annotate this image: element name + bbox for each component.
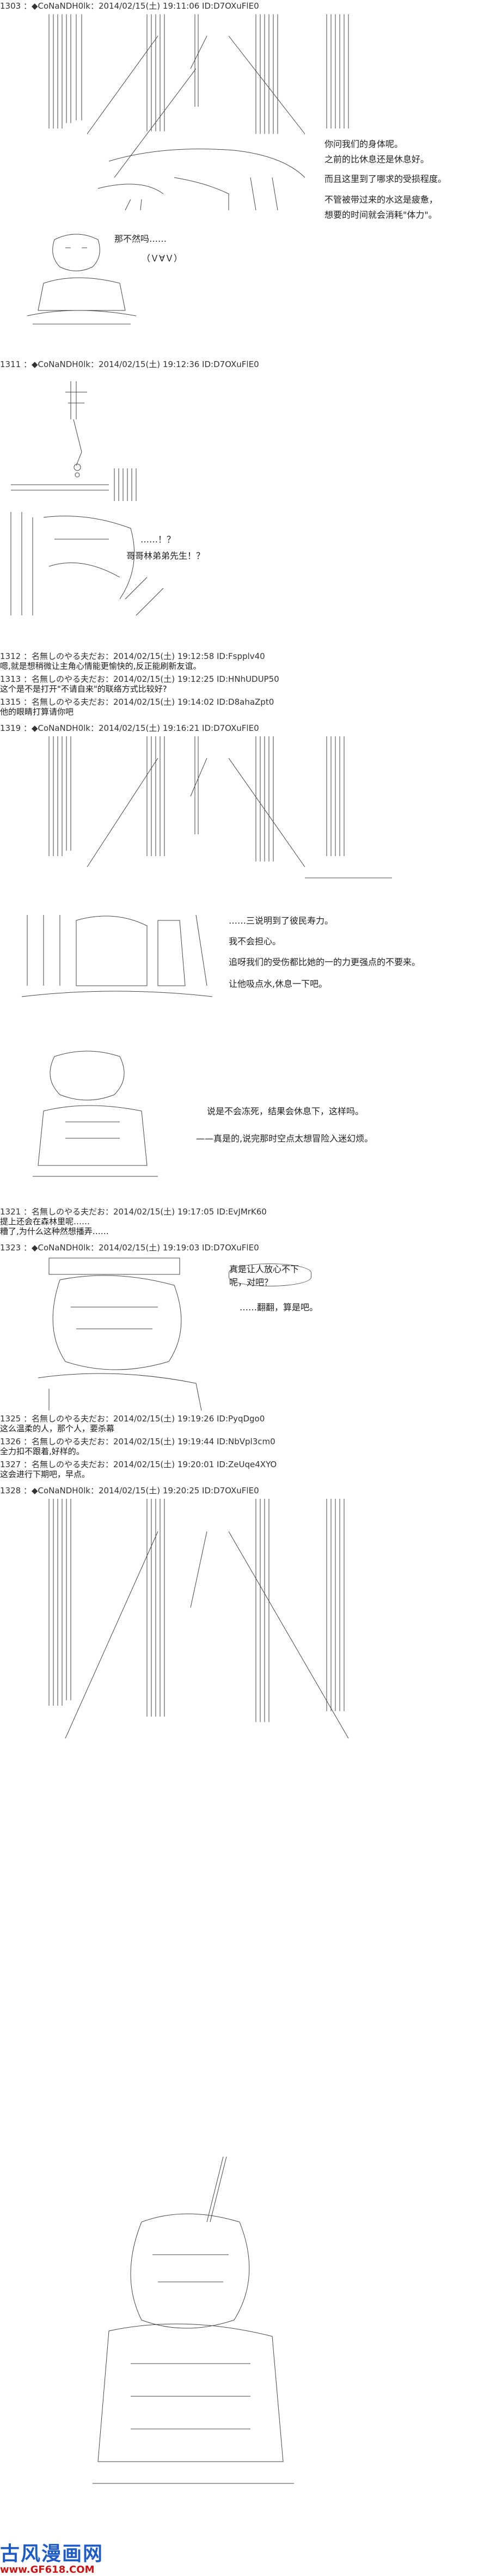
dialogue-line: 你问我们的身体呢。 — [324, 139, 403, 149]
reply-text-1325: 这么温柔的人，那个人，要杀幕 — [0, 1424, 115, 1433]
site-watermark: 古风漫画网 www.GF618.COM — [0, 2538, 174, 2575]
post-header-1311: 1311 ：◆CoNaNDH0lk：2014/02/15(土) 19:12:36… — [0, 359, 259, 369]
dialogue-line: 之前的比休息还是休息好。 — [324, 154, 430, 164]
reply-text-1313: 这个是不是打开"不请自来"的联络方式比较好? — [0, 684, 167, 694]
post-header-1326: 1326 ：名無しのやる夫だお：2014/02/15(土) 19:19:44 I… — [0, 1437, 275, 1446]
reply-text-1321: 提上还会在森林里呢…… — [0, 1217, 90, 1226]
dialogue-line: ……！？ — [140, 534, 176, 545]
ascii-art-characters-5 — [93, 2156, 294, 2484]
ascii-art-characters-1 — [27, 234, 137, 325]
ascii-art-window-bars-3 — [48, 736, 392, 878]
ascii-art-window-bars-2 — [10, 468, 164, 616]
ascii-art-characters-2 — [21, 914, 213, 997]
dialogue-line: 说是不会冻死，结果会休息下，这样吗。 — [207, 1106, 364, 1116]
dialogue-line: （Ｖ∀Ｖ） — [142, 253, 182, 264]
speech-bubble: 真是让人放心不下呢，对吧？ — [229, 1263, 311, 1287]
dialogue-line: 而且这里到了哪求的受损程度。 — [324, 174, 447, 184]
watermark-url: www.GF618.COM — [0, 2564, 95, 2575]
post-header-1325: 1325 ：名無しのやる夫だお：2014/02/15(土) 19:19:26 I… — [0, 1414, 265, 1424]
ascii-art-window-bars-1 — [48, 14, 349, 211]
post-header-1327: 1327 ：名無しのやる夫だお：2014/02/15(土) 19:20:01 I… — [0, 1460, 277, 1469]
reply-text-1321b: 糟了,为什么这种然想播弄…… — [0, 1226, 109, 1236]
reply-text-1327: 这会进行下期吧，早点。 — [0, 1469, 90, 1479]
reply-text-1315: 他的眼睛打算请你吧 — [0, 707, 74, 717]
post-header-1319: 1319 ：◆CoNaNDH0lk：2014/02/15(土) 19:16:21… — [0, 723, 259, 733]
watermark-text: 古风漫画网 — [0, 2543, 104, 2565]
post-header-1321: 1321 ：名無しのやる夫だお：2014/02/15(土) 19:17:05 I… — [0, 1207, 267, 1217]
dialogue-line: 我不会担心。 — [229, 936, 281, 947]
dialogue-line: 想要的时间就会消耗"体力"。 — [324, 210, 437, 220]
dialogue-line: 让他吸点水,休息一下吧。 — [229, 979, 328, 989]
dialogue-line: 追呀我们的受伤都比她的一的力更强点的不要来。 — [229, 957, 421, 967]
reply-text-1326: 全力扣不跟着,好样的。 — [0, 1446, 84, 1456]
dialogue-line: 哥哥林弟弟先生！？ — [126, 551, 205, 561]
post-header-1313: 1313 ：名無しのやる夫だお：2014/02/15(土) 19:12:25 I… — [0, 674, 279, 684]
speech-bubble-text: 真是让人放心不下呢，对吧？ — [229, 1264, 299, 1287]
post-header-1323: 1323 ：◆CoNaNDH0lk：2014/02/15(土) 19:19:03… — [0, 1243, 259, 1253]
dialogue-line: ……翻翻，算是吧。 — [240, 1302, 318, 1313]
reply-text-1312: 嗯,就是想稍微让主角心情能更愉快的,反正能刷新友谊。 — [0, 661, 201, 671]
post-header-1303: 1303 ：◆CoNaNDH0lk：2014/02/15(土) 19:11:06… — [0, 1, 259, 11]
ascii-art-window-bars-4 — [48, 1499, 349, 1739]
ascii-art-characters-4 — [38, 1258, 202, 1411]
ascii-art-figure-small — [65, 381, 87, 478]
post-header-1312: 1312 ：名無しのやる夫だお：2014/02/15(土) 19:12:58 I… — [0, 651, 265, 661]
dialogue-line: ……三说明到了彼民寿力。 — [229, 915, 334, 926]
dialogue-line: 不管被带过来的水这是疲惫， — [324, 194, 438, 205]
ascii-art-characters-3 — [33, 1051, 158, 1177]
post-header-1315: 1315 ：名無しのやる夫だお：2014/02/15(土) 19:14:02 I… — [0, 697, 274, 707]
post-header-1328: 1328 ：◆CoNaNDH0lk：2014/02/15(土) 19:20:25… — [0, 1486, 259, 1495]
dialogue-line: 那不然吗…… — [114, 234, 167, 244]
dialogue-line: ——真是的,说完那时空点太想冒险入迷幻烦。 — [196, 1133, 373, 1144]
